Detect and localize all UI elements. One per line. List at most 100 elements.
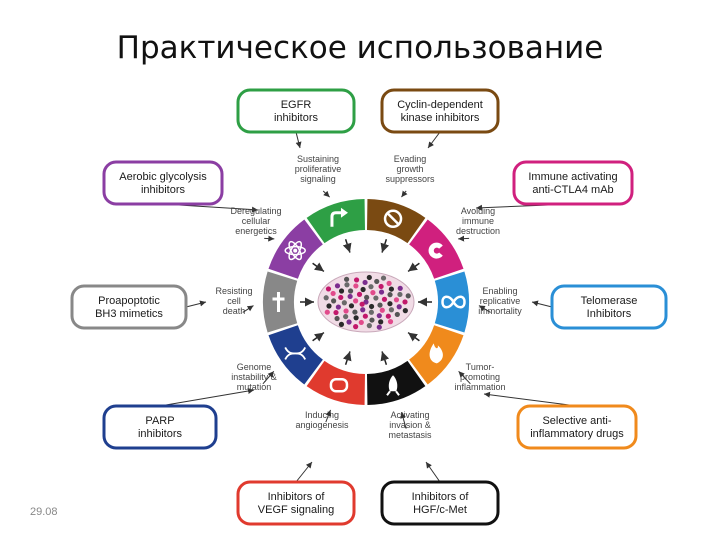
drug-box-vegf [236, 480, 356, 526]
hallmark-arrow [262, 370, 275, 385]
drug-arrow [185, 300, 207, 308]
tumor-cell [338, 321, 345, 327]
tumor-cell [397, 285, 403, 291]
hallmark-arrow [478, 305, 491, 313]
tumor-cell [394, 311, 400, 318]
tumor-cell [363, 299, 369, 305]
tumor-cell [376, 324, 382, 330]
drug-box-glycolysis [102, 160, 224, 206]
tumor-cell [341, 300, 347, 306]
ring-segment-genome [268, 325, 323, 385]
inner-arrow [312, 331, 325, 342]
tumor-cell [353, 277, 360, 283]
tumor-cell [362, 313, 368, 319]
tumor-cell [387, 301, 393, 307]
hallmark-arrow [401, 190, 408, 198]
tumor-cell [387, 292, 393, 298]
drug-arrow [427, 131, 441, 149]
drug-box-telomerase [550, 284, 668, 330]
tumor-cell [364, 294, 370, 301]
tumor-cell [325, 286, 332, 292]
no-sign-icon [383, 209, 403, 229]
tumor-cell [360, 286, 366, 293]
drug-arrow [295, 131, 302, 149]
tumor-cell [346, 319, 352, 325]
tumor-cell [374, 278, 380, 285]
tumor-cell [343, 276, 350, 282]
tumor-cell [366, 323, 372, 329]
drug-arrow [159, 388, 255, 407]
tumor-cell [405, 293, 411, 299]
inner-arrow [342, 238, 352, 253]
dagger-icon [272, 292, 285, 312]
tumor-cell [353, 283, 359, 289]
tumor-cell [333, 309, 339, 316]
tumor-cell [362, 279, 368, 286]
tumor-cell [359, 301, 365, 307]
tumor-cell [377, 302, 383, 308]
inner-arrow [380, 351, 390, 366]
inner-arrow [407, 262, 420, 273]
drug-box-antiinflam [516, 404, 638, 450]
tumor-cell [388, 286, 394, 292]
tumor-cell [334, 315, 340, 322]
ring-segment-replicative [434, 271, 469, 333]
tumor-cell [353, 298, 359, 304]
tumor-cell [378, 319, 384, 325]
tumor-cell [338, 288, 345, 294]
tumor-cell [369, 317, 375, 323]
hallmark-arrow [322, 190, 330, 198]
ring-segment-death [263, 271, 298, 333]
hallmark-arrow [458, 370, 471, 385]
drug-arrow [531, 300, 553, 308]
tumor-cell [353, 315, 359, 321]
tumor-cell [343, 313, 349, 320]
tumor-cell [344, 282, 350, 288]
drug-arrow [295, 461, 313, 483]
tumor-cell [370, 290, 376, 296]
tumor-cell [396, 304, 402, 310]
tumor-cell [323, 295, 329, 301]
tumor-cell [334, 283, 341, 289]
drug-arrow [425, 461, 441, 483]
tumor-cell [393, 297, 400, 303]
tumor-cell [381, 296, 388, 302]
drug-box-cdk [380, 88, 500, 134]
drug-label-antiinflam: Selective anti-inflammatory drugs [530, 415, 624, 440]
tumor-cell [387, 319, 394, 325]
atom-icon [284, 240, 306, 261]
tumor-cell [326, 303, 332, 309]
tumor-cell [331, 298, 337, 304]
slide-date: 29.08 [30, 506, 58, 518]
tumor-cell [347, 288, 354, 294]
inner-arrow [342, 351, 352, 366]
arrow-icon [330, 207, 348, 227]
tumor-cell [373, 295, 379, 301]
drug-box-ctla4 [512, 160, 634, 206]
infinity-icon [441, 295, 466, 309]
tumor-cell [376, 313, 382, 319]
inner-arrow [407, 331, 420, 342]
drug-box-egfr [236, 88, 356, 134]
tumor-cell [368, 303, 375, 310]
slide-title: Практическое использование [116, 30, 604, 66]
tumor-cell [385, 313, 391, 319]
tumor-cell [388, 307, 395, 313]
tumor-cell [380, 275, 387, 281]
vessel-icon [329, 377, 349, 393]
